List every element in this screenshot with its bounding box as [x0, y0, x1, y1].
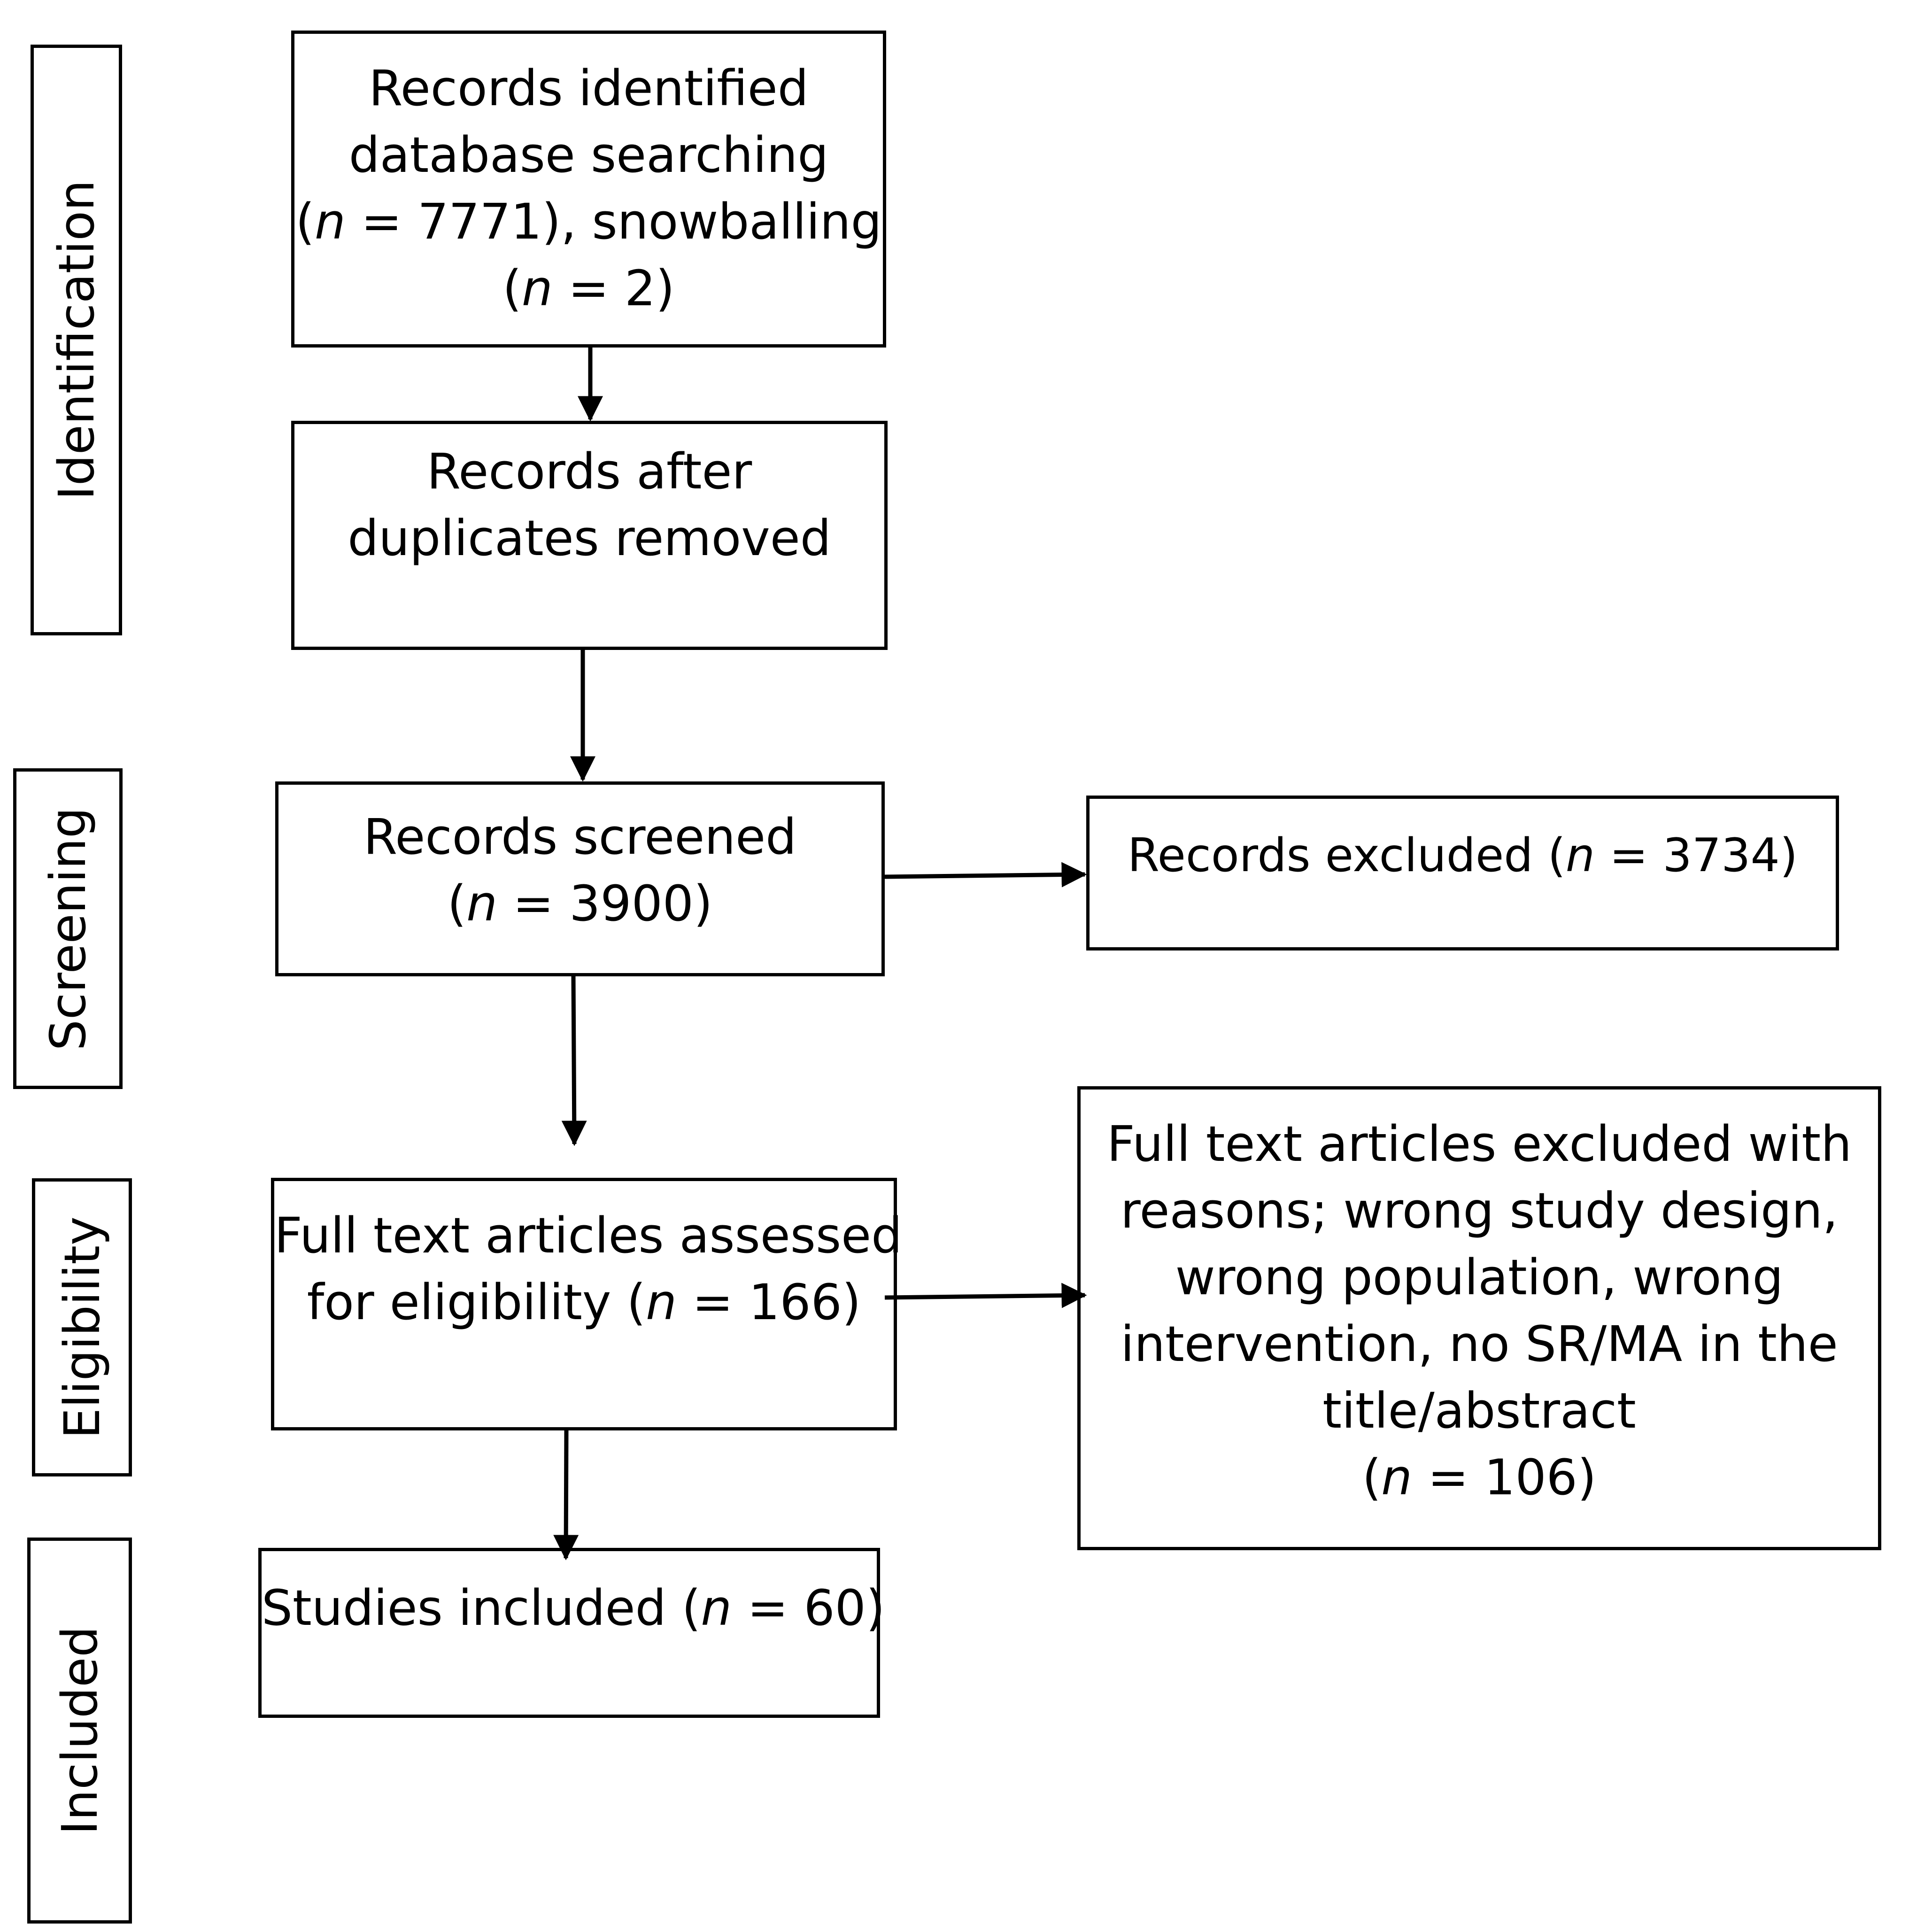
box-full-text-assessed: Full text articles assessed for eligibil… — [271, 1178, 903, 1430]
studies-included-text: Studies included (n = 60) — [262, 1579, 885, 1637]
phase-identification: Identification — [31, 45, 122, 635]
full-text-line1: Full text articles assessed — [274, 1207, 903, 1264]
after-duplicates-line1: Records after — [426, 443, 752, 500]
after-duplicates-line2: duplicates removed — [348, 510, 831, 567]
box-full-text-excluded: Full text articles excluded with reasons… — [1077, 1086, 1881, 1550]
full-text-excluded-line1: Full text articles excluded with — [1106, 1115, 1852, 1173]
records-identified-line3: (n = 7771), snowballing — [295, 193, 882, 250]
full-text-excluded-line2: reasons; wrong study design, — [1121, 1182, 1838, 1239]
records-identified-line1: Records identified — [369, 60, 809, 117]
phase-included: Included — [27, 1538, 132, 1924]
full-text-excluded-line3: wrong population, wrong — [1175, 1249, 1784, 1306]
full-text-excluded-line5: title/abstract — [1322, 1382, 1636, 1439]
arrow-full-text-to-excluded — [884, 1283, 1087, 1308]
full-text-excluded-line4: intervention, no SR/MA in the — [1121, 1315, 1838, 1373]
full-text-excluded-line6: (n = 106) — [1362, 1449, 1597, 1506]
arrow-screened-to-excluded — [884, 862, 1087, 888]
records-screened-line2: (n = 3900) — [447, 875, 713, 932]
arrow-screened-to-full-text — [561, 976, 587, 1146]
box-records-screened: Records screened (n = 3900) — [275, 781, 885, 976]
phase-screening: Screening — [13, 768, 123, 1089]
records-identified-line2: database searching — [348, 126, 829, 184]
box-records-identified: Records identified database searching (n… — [291, 31, 886, 348]
box-records-after-duplicates: Records after duplicates removed — [291, 421, 888, 650]
box-records-excluded: Records excluded (n = 3734) — [1086, 796, 1839, 951]
full-text-line2: for eligibility (n = 166) — [307, 1274, 861, 1331]
records-excluded-text: Records excluded (n = 3734) — [1127, 829, 1798, 882]
box-studies-included: Studies included (n = 60) — [258, 1548, 885, 1718]
records-identified-line4: (n = 2) — [502, 260, 675, 317]
phase-eligibility: Eligibility — [32, 1178, 132, 1476]
records-screened-line1: Records screened — [363, 808, 797, 866]
